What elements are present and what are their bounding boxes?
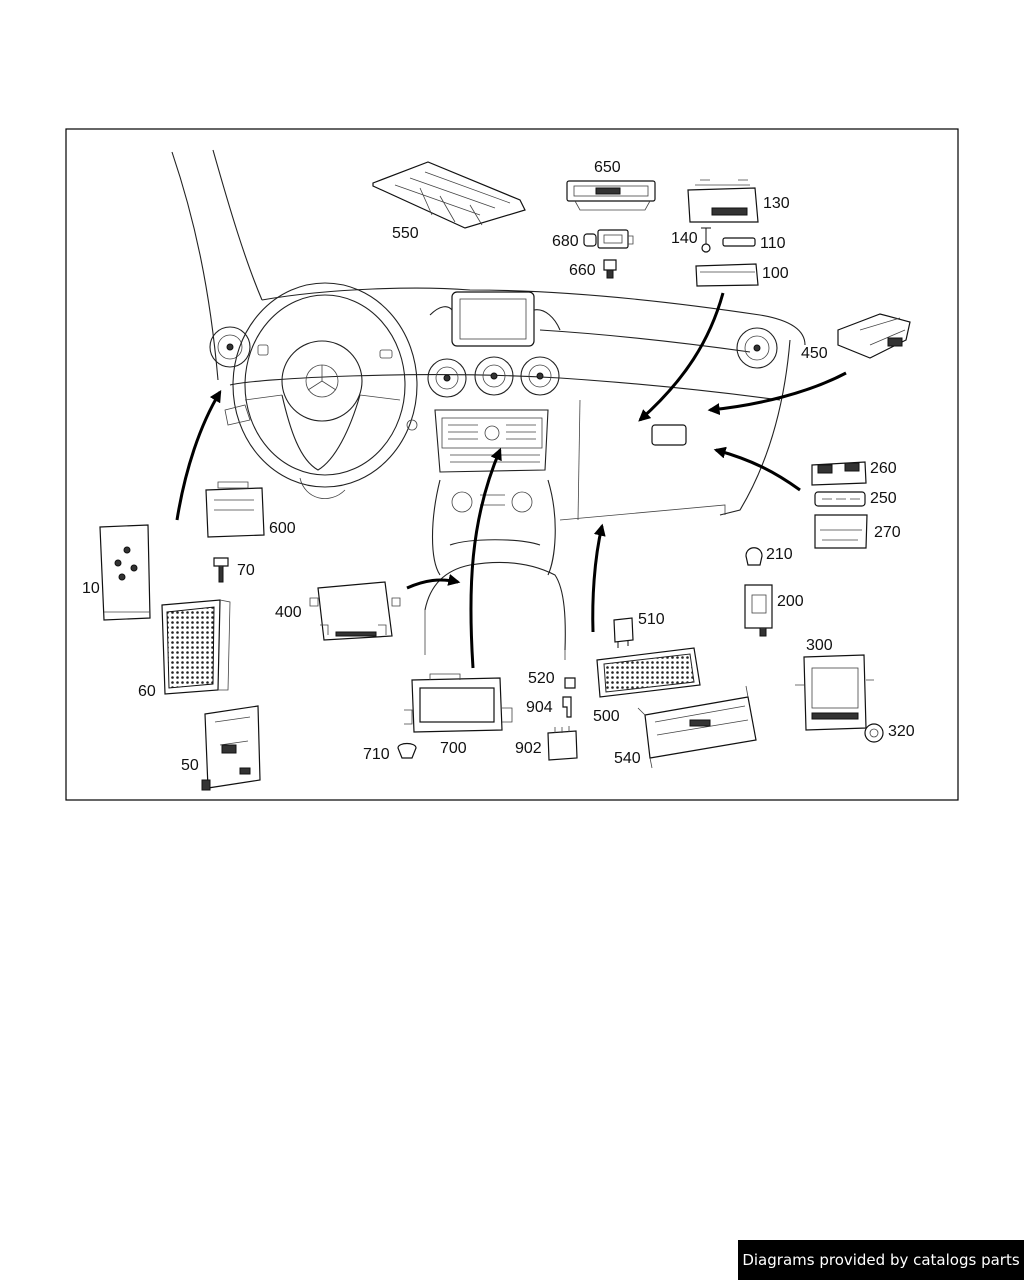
callout-100: 100 (762, 265, 789, 282)
callout-60: 60 (138, 683, 156, 700)
callout-520: 520 (528, 670, 555, 687)
callout-660: 660 (569, 262, 596, 279)
callout-140: 140 (671, 230, 698, 247)
callout-labels: 650 130 550 140 110 680 660 100 450 260 … (82, 159, 915, 774)
callout-70: 70 (237, 562, 255, 579)
callout-110: 110 (760, 235, 786, 252)
callout-10: 10 (82, 580, 100, 597)
callout-680: 680 (552, 233, 579, 250)
callout-210: 210 (766, 546, 793, 563)
callout-250: 250 (870, 490, 897, 507)
callout-130: 130 (763, 195, 790, 212)
diagram-frame (65, 128, 959, 801)
parts-drawings (99, 161, 911, 791)
dashboard-drawing (171, 149, 806, 660)
callout-200: 200 (777, 593, 804, 610)
callout-540: 540 (614, 750, 641, 767)
callout-550: 550 (392, 225, 419, 242)
callout-904: 904 (526, 699, 553, 716)
callout-270: 270 (874, 524, 901, 541)
callout-400: 400 (275, 604, 302, 621)
callout-510: 510 (638, 611, 665, 628)
callout-260: 260 (870, 460, 897, 477)
callout-650: 650 (594, 159, 621, 176)
callout-500: 500 (593, 708, 620, 725)
callout-902: 902 (515, 740, 542, 757)
footer-credit: Diagrams provided by catalogs parts (738, 1240, 1024, 1280)
callout-600: 600 (269, 520, 296, 537)
pointer-arrows (175, 292, 847, 669)
callout-710: 710 (363, 746, 390, 763)
callout-50: 50 (181, 757, 199, 774)
callout-320: 320 (888, 723, 915, 740)
callout-450: 450 (801, 345, 828, 362)
callout-700: 700 (440, 740, 467, 757)
callout-300: 300 (806, 637, 833, 654)
